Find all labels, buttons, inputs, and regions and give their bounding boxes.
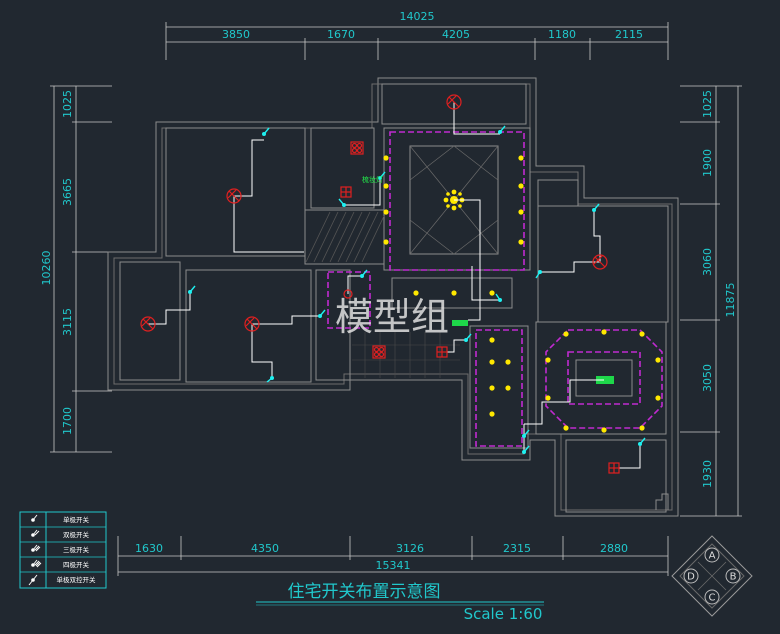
ceiling-light-icon [140,316,156,332]
title-block: 住宅开关布置示意图 Scale 1:60 [256,582,544,623]
top-total-dim: 14025 [400,10,435,23]
switch-icon [464,333,472,342]
strip-light-icon [596,376,614,384]
ceiling-lights [140,94,620,474]
bottom-dim-5: 2880 [600,542,628,555]
ceiling-light-icon [226,188,242,204]
switch-icon [318,309,326,318]
switch-icon [378,171,386,180]
top-dim-2: 1670 [327,28,355,41]
switches [188,125,646,454]
drawing-scale: Scale 1:60 [464,605,543,623]
triple-switch-icon [31,544,41,552]
square-light-icon [608,462,620,474]
top-dim-5: 2115 [615,28,643,41]
two-way-switch-icon [28,574,38,586]
bottom-dim-4: 2315 [503,542,531,555]
ceiling-light-icon [592,254,608,270]
bottom-dim-1: 1630 [135,542,163,555]
square-light-icon [436,346,448,358]
bottom-dim-3: 3126 [396,542,424,555]
compass-rose: A B C D [671,535,753,617]
top-dim-3: 4205 [442,28,470,41]
ceiling-light-icon [343,289,353,299]
legend-label-4: 四极开关 [63,560,90,569]
ceiling-light-icon [446,94,462,110]
compass-label-b: B [730,572,737,583]
legend-label-5: 单极双控开关 [57,575,97,584]
right-dim-3: 3060 [701,248,714,276]
right-dim-4: 3050 [701,364,714,392]
switch-icon [522,429,530,438]
strip-light-icon [452,320,468,326]
right-total-dim: 11875 [724,283,737,318]
switch-icon [360,269,368,278]
compass-label-d: D [687,572,695,583]
dining-ceiling [327,271,523,447]
switch-icon [498,125,506,134]
right-dim-1: 1025 [701,90,714,118]
left-dim-3: 3115 [61,308,74,336]
switch-icon [592,203,600,212]
switch-icon [495,293,502,302]
right-dimensions: 1025 1900 3060 3050 1930 11875 [680,85,742,517]
top-dim-4: 1180 [548,28,576,41]
exhaust-fan-icon [350,141,364,155]
switch-icon [266,376,274,383]
switch-icon [638,437,646,446]
left-dim-2: 3665 [61,178,74,206]
switch-icon [522,445,530,454]
quad-switch-icon [31,559,42,568]
switch-icon [188,285,196,294]
switch-icon [262,127,270,136]
bottom-dimensions: 1630 4350 3126 2315 2880 15341 [117,536,669,576]
exhaust-fan-icon [372,345,386,359]
top-dim-1: 3850 [222,28,250,41]
single-switch-icon [31,514,38,522]
left-dimensions: 10260 1025 3665 3115 1700 [40,85,112,453]
left-total-dim: 10260 [40,251,53,286]
ceiling-light-icon [244,316,260,332]
compass-label-a: A [709,551,716,562]
living-downlights [383,155,524,245]
right-dim-2: 1900 [701,149,714,177]
bottom-dim-2: 4350 [251,542,279,555]
switch-icon [535,270,542,279]
legend-label-3: 三极开关 [63,545,90,554]
bedroom-ceiling [545,329,663,433]
right-dim-5: 1930 [701,460,714,488]
left-dim-1: 1025 [61,90,74,118]
square-light-icon [340,186,352,198]
watermark: 模型组 [335,295,449,339]
compass-label-c: C [709,593,716,604]
drawing-title: 住宅开关布置示意图 [288,582,441,602]
switch-icon [338,198,346,207]
legend-label-2: 双极开关 [63,530,90,539]
vanity-light-label: 梳妆灯 [362,175,383,184]
bottom-total-dim: 15341 [376,559,411,572]
double-switch-icon [31,529,40,537]
legend-label-1: 单极开关 [63,515,90,524]
legend-table: 单极开关 双极开关 三极开关 四极开关 单极双控开关 [19,511,107,589]
top-dimensions: 14025 3850 1670 4205 1180 2115 [165,10,669,60]
left-dim-4: 1700 [61,407,74,435]
